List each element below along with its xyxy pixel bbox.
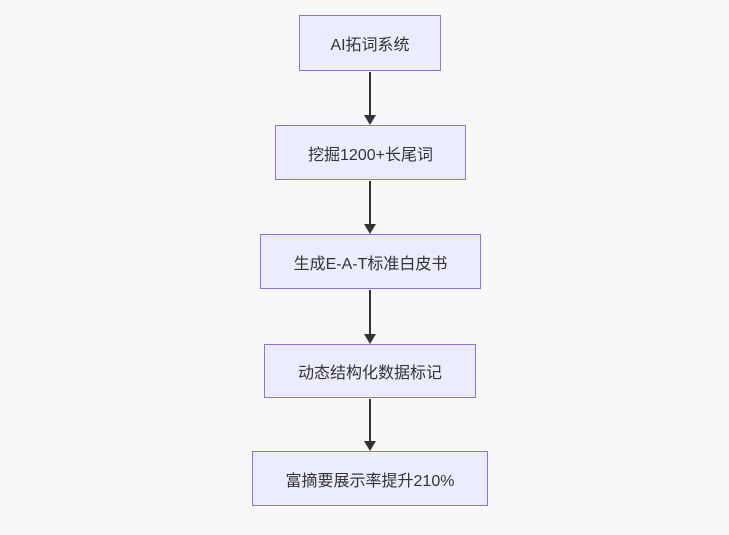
flowchart-node-step2: 挖掘1200+长尾词 <box>275 125 466 180</box>
flowchart-node-step1: AI拓词系统 <box>299 15 441 71</box>
node-label: 富摘要展示率提升210% <box>285 472 455 490</box>
node-label: 动态结构化数据标记 <box>297 365 442 382</box>
flowchart-node-step3: 生成E-A-T标准白皮书 <box>260 234 481 289</box>
flowchart-node-step5: 富摘要展示率提升210% <box>252 451 488 506</box>
flow-arrow-down-2 <box>369 181 371 225</box>
node-label: 挖掘1200+长尾词 <box>308 146 433 164</box>
flow-arrow-down-1 <box>369 72 371 116</box>
flow-arrow-down-3 <box>369 290 371 335</box>
node-label: 生成E-A-T标准白皮书 <box>293 255 448 273</box>
node-label: AI拓词系统 <box>330 37 410 54</box>
flow-arrow-down-4 <box>369 399 371 442</box>
flowchart-node-step4: 动态结构化数据标记 <box>264 344 476 398</box>
